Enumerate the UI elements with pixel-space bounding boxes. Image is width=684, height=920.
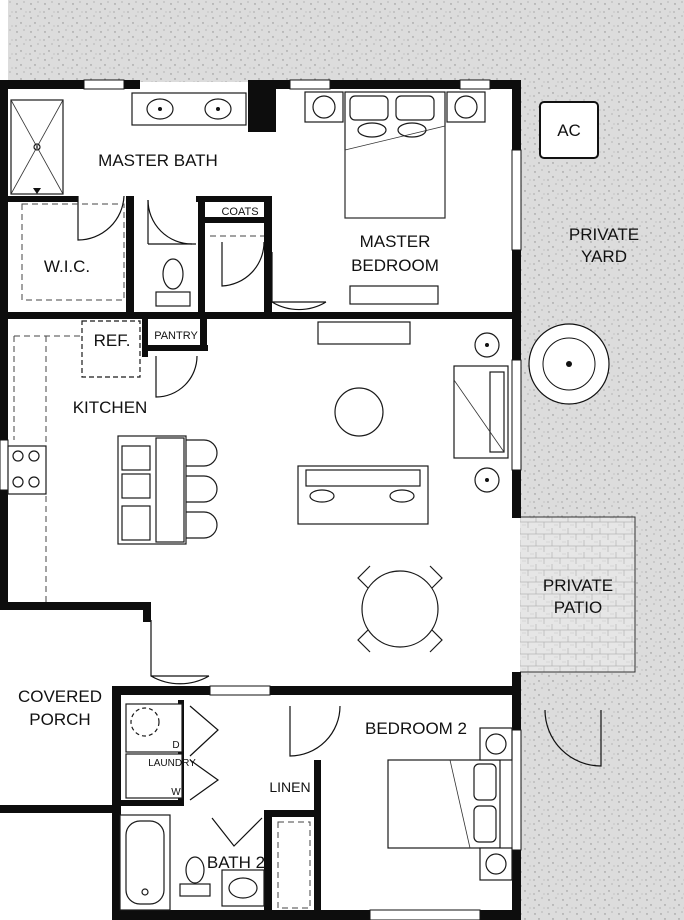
refrigerator: [81, 320, 141, 378]
label-ref: REF.: [94, 331, 131, 350]
label-bath-2: BATH 2: [207, 853, 265, 872]
label-covered-porch-2: PORCH: [29, 710, 90, 729]
label-private-patio-1: PRIVATE: [543, 576, 613, 595]
label-linen: LINEN: [269, 779, 310, 795]
bath2-toilet: [179, 856, 211, 897]
patio-table: [528, 323, 610, 405]
sofa: [297, 465, 429, 525]
dining-set: [357, 565, 443, 653]
master-nightstands: [304, 91, 486, 123]
room-labels: MASTER BATH W.I.C. COATS MASTER BEDROOM …: [18, 121, 639, 872]
pantry-door: [155, 355, 198, 398]
label-pantry: PANTRY: [154, 330, 198, 342]
dryer: [125, 703, 183, 753]
master-bath-doors: [77, 195, 196, 245]
private-patio-paving: [518, 516, 636, 673]
label-washer: W: [171, 787, 181, 798]
shower: [10, 99, 64, 195]
entry-door: [150, 620, 210, 685]
label-dryer: D: [172, 740, 179, 751]
label-ac: AC: [557, 121, 581, 140]
island-stools: [186, 439, 218, 539]
label-kitchen: KITCHEN: [73, 398, 148, 417]
label-private-yard-1: PRIVATE: [569, 225, 639, 244]
wic-shelf: [21, 203, 125, 301]
double-vanity: [131, 92, 247, 126]
label-master-bedroom-1: MASTER: [360, 232, 431, 251]
label-laundry: LAUNDRY: [148, 758, 196, 769]
bath2-door: [211, 817, 263, 847]
range-cooktop: [7, 445, 47, 495]
coffee-table: [334, 387, 384, 437]
windows: [0, 79, 522, 920]
hall-door: [289, 705, 341, 757]
master-dresser: [349, 285, 439, 305]
laundry-doors: [189, 705, 220, 801]
bedroom2-nightstands: [479, 727, 513, 881]
label-private-yard-2: YARD: [581, 247, 627, 266]
master-bed: [344, 91, 446, 219]
walls: [0, 80, 521, 920]
ac-unit: [539, 101, 599, 159]
master-bedroom-door: [271, 252, 327, 311]
kitchen-island: [117, 435, 187, 545]
label-master-bath: MASTER BATH: [98, 151, 218, 170]
private-yard-surface: [8, 0, 684, 920]
label-master-bedroom-2: BEDROOM: [351, 256, 439, 275]
bedroom2-bed: [387, 759, 501, 849]
label-private-patio-2: PATIO: [554, 598, 603, 617]
label-bedroom-2: BEDROOM 2: [365, 719, 467, 738]
tv-console: [317, 321, 411, 345]
coats-closet-doors: [210, 235, 265, 287]
linen-shelf: [277, 821, 311, 909]
label-wic: W.I.C.: [44, 257, 90, 276]
bathtub: [119, 814, 171, 911]
label-coats: COATS: [221, 206, 258, 218]
loveseat: [453, 365, 509, 459]
yard-gate: [544, 709, 602, 767]
washer: [125, 753, 183, 799]
bath2-sink: [221, 869, 265, 907]
side-tables: [474, 332, 500, 493]
label-covered-porch-1: COVERED: [18, 687, 102, 706]
toilet: [155, 258, 191, 307]
